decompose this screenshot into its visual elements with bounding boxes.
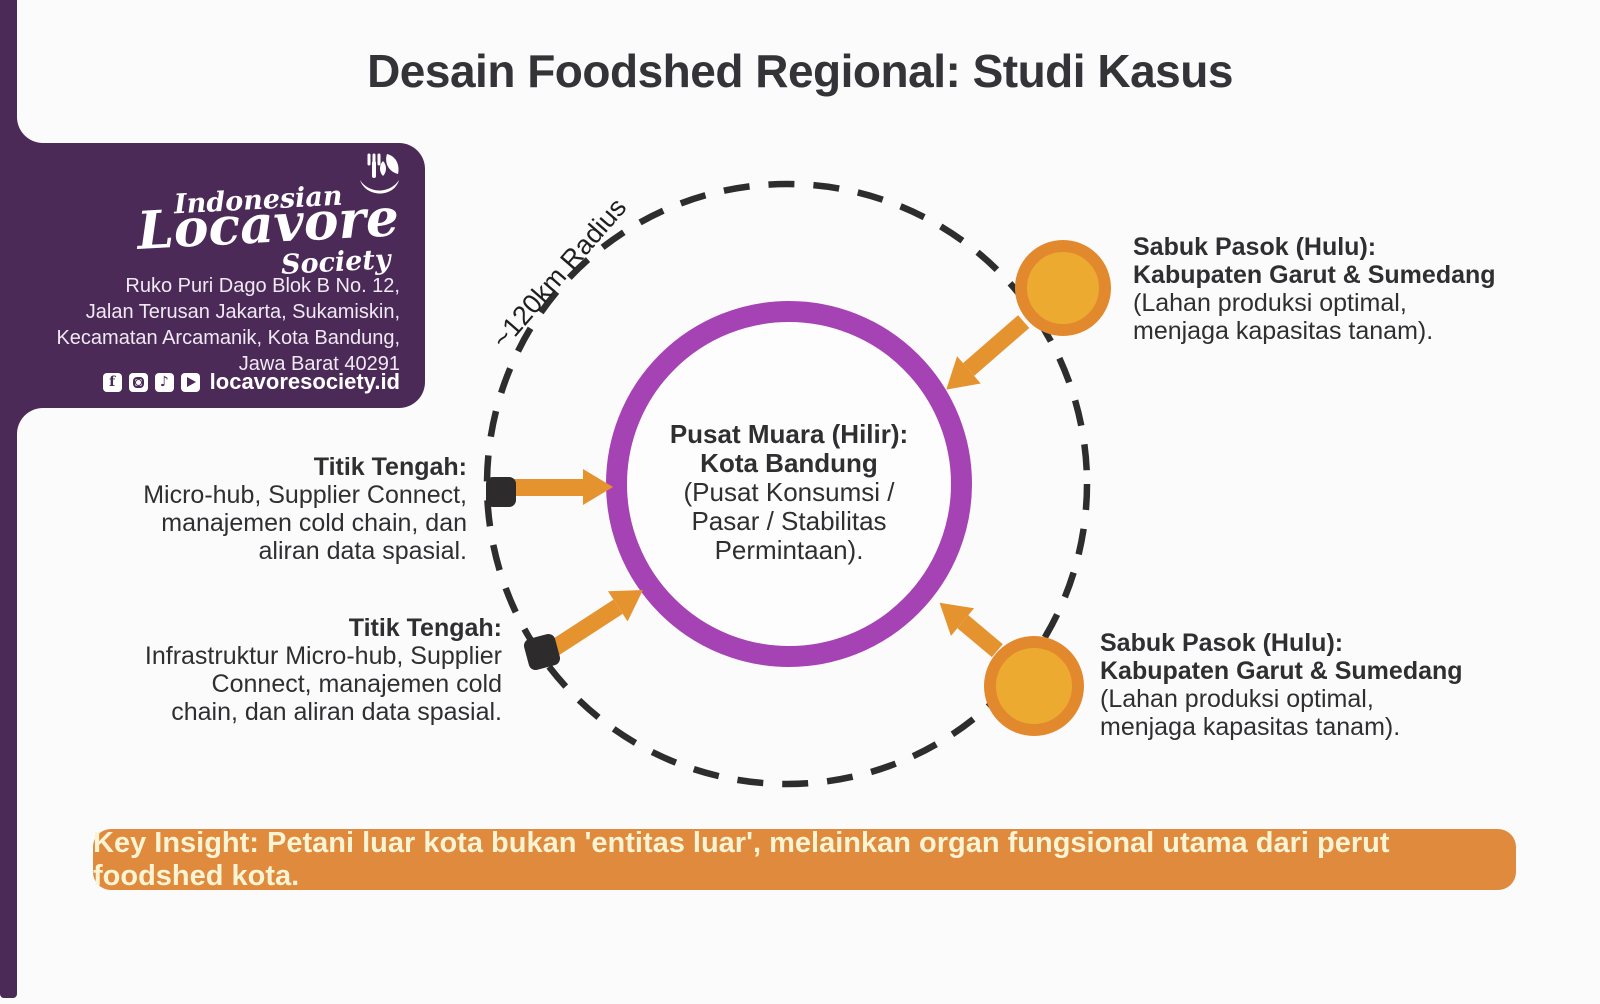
label-line: Titik Tengah: bbox=[348, 614, 502, 642]
hub-label: Pusat Muara (Hilir): Kota Bandung (Pusat… bbox=[614, 420, 964, 565]
label-line: Kabupaten Garut & Sumedang bbox=[1133, 261, 1496, 289]
midpoint-node-top bbox=[486, 477, 516, 507]
label-line: Connect, manajemen cold bbox=[211, 670, 502, 698]
brand-card: Indonesian Locavore Society Ruko Puri Da… bbox=[0, 143, 425, 408]
key-insight-banner: Key Insight: Petani luar kota bukan 'ent… bbox=[93, 827, 1516, 892]
hub-line: Pusat Muara (Hilir): bbox=[669, 419, 909, 449]
card-top-fillet bbox=[17, 117, 43, 143]
label-line: manajemen cold chain, dan bbox=[161, 509, 467, 537]
instagram-icon[interactable] bbox=[128, 372, 148, 392]
website-link[interactable]: locavoresociety.id bbox=[209, 369, 400, 394]
address-line: Jalan Terusan Jakarta, Sukamiskin, bbox=[85, 301, 400, 323]
midpoint-top-label: Titik Tengah: Micro-hub, Supplier Connec… bbox=[143, 453, 467, 565]
label-line: Kabupaten Garut & Sumedang bbox=[1100, 657, 1463, 685]
label-line: aliran data spasial. bbox=[258, 537, 467, 565]
label-line: chain, dan aliran data spasial. bbox=[171, 698, 502, 726]
arrow-midpoint-top-to-hub bbox=[513, 469, 613, 505]
label-line: (Lahan produksi optimal, bbox=[1133, 289, 1407, 317]
facebook-icon[interactable]: f bbox=[102, 372, 122, 392]
label-line: Titik Tengah: bbox=[313, 453, 467, 481]
address-line: Kecamatan Arcamanik, Kota Bandung, bbox=[56, 327, 400, 349]
label-line: Sabuk Pasok (Hulu): bbox=[1100, 629, 1344, 657]
page-title: Desain Foodshed Regional: Studi Kasus bbox=[367, 45, 1233, 97]
tiktok-icon[interactable]: ♪ bbox=[154, 372, 174, 392]
address-line: Jawa Barat 40291 bbox=[238, 353, 400, 375]
social-row: f ♪ locavoresociety.id bbox=[102, 369, 400, 395]
address-line: Ruko Puri Dago Blok B No. 12, bbox=[125, 275, 400, 297]
supply-top-label: Sabuk Pasok (Hulu): Kabupaten Garut & Su… bbox=[1133, 233, 1496, 345]
hub-line: (Pusat Konsumsi / bbox=[683, 477, 895, 507]
radius-dashed-circle bbox=[483, 180, 1091, 788]
label-line: menjaga kapasitas tanam). bbox=[1133, 317, 1434, 345]
supply-node-bottom bbox=[984, 636, 1084, 736]
fork-leaf-icon bbox=[360, 153, 399, 194]
label-line: (Lahan produksi optimal, bbox=[1100, 685, 1374, 713]
label-line: Infrastruktur Micro-hub, Supplier bbox=[144, 642, 502, 670]
label-line: Sabuk Pasok (Hulu): bbox=[1133, 233, 1377, 261]
youtube-icon[interactable] bbox=[180, 372, 200, 392]
label-line: Micro-hub, Supplier Connect, bbox=[143, 481, 467, 509]
address-block: Ruko Puri Dago Blok B No. 12, Jalan Teru… bbox=[56, 273, 400, 377]
supply-bottom-label: Sabuk Pasok (Hulu): Kabupaten Garut & Su… bbox=[1100, 629, 1463, 741]
hub-line: Permintaan). bbox=[714, 535, 864, 565]
hub-line: Kota Bandung bbox=[700, 448, 878, 478]
label-line: menjaga kapasitas tanam). bbox=[1100, 713, 1401, 741]
card-bottom-fillet bbox=[17, 408, 43, 434]
supply-node-top bbox=[1015, 240, 1111, 336]
midpoint-bottom-label: Titik Tengah: Infrastruktur Micro-hub, S… bbox=[145, 614, 502, 726]
hub-line: Pasar / Stabilitas bbox=[691, 506, 887, 536]
